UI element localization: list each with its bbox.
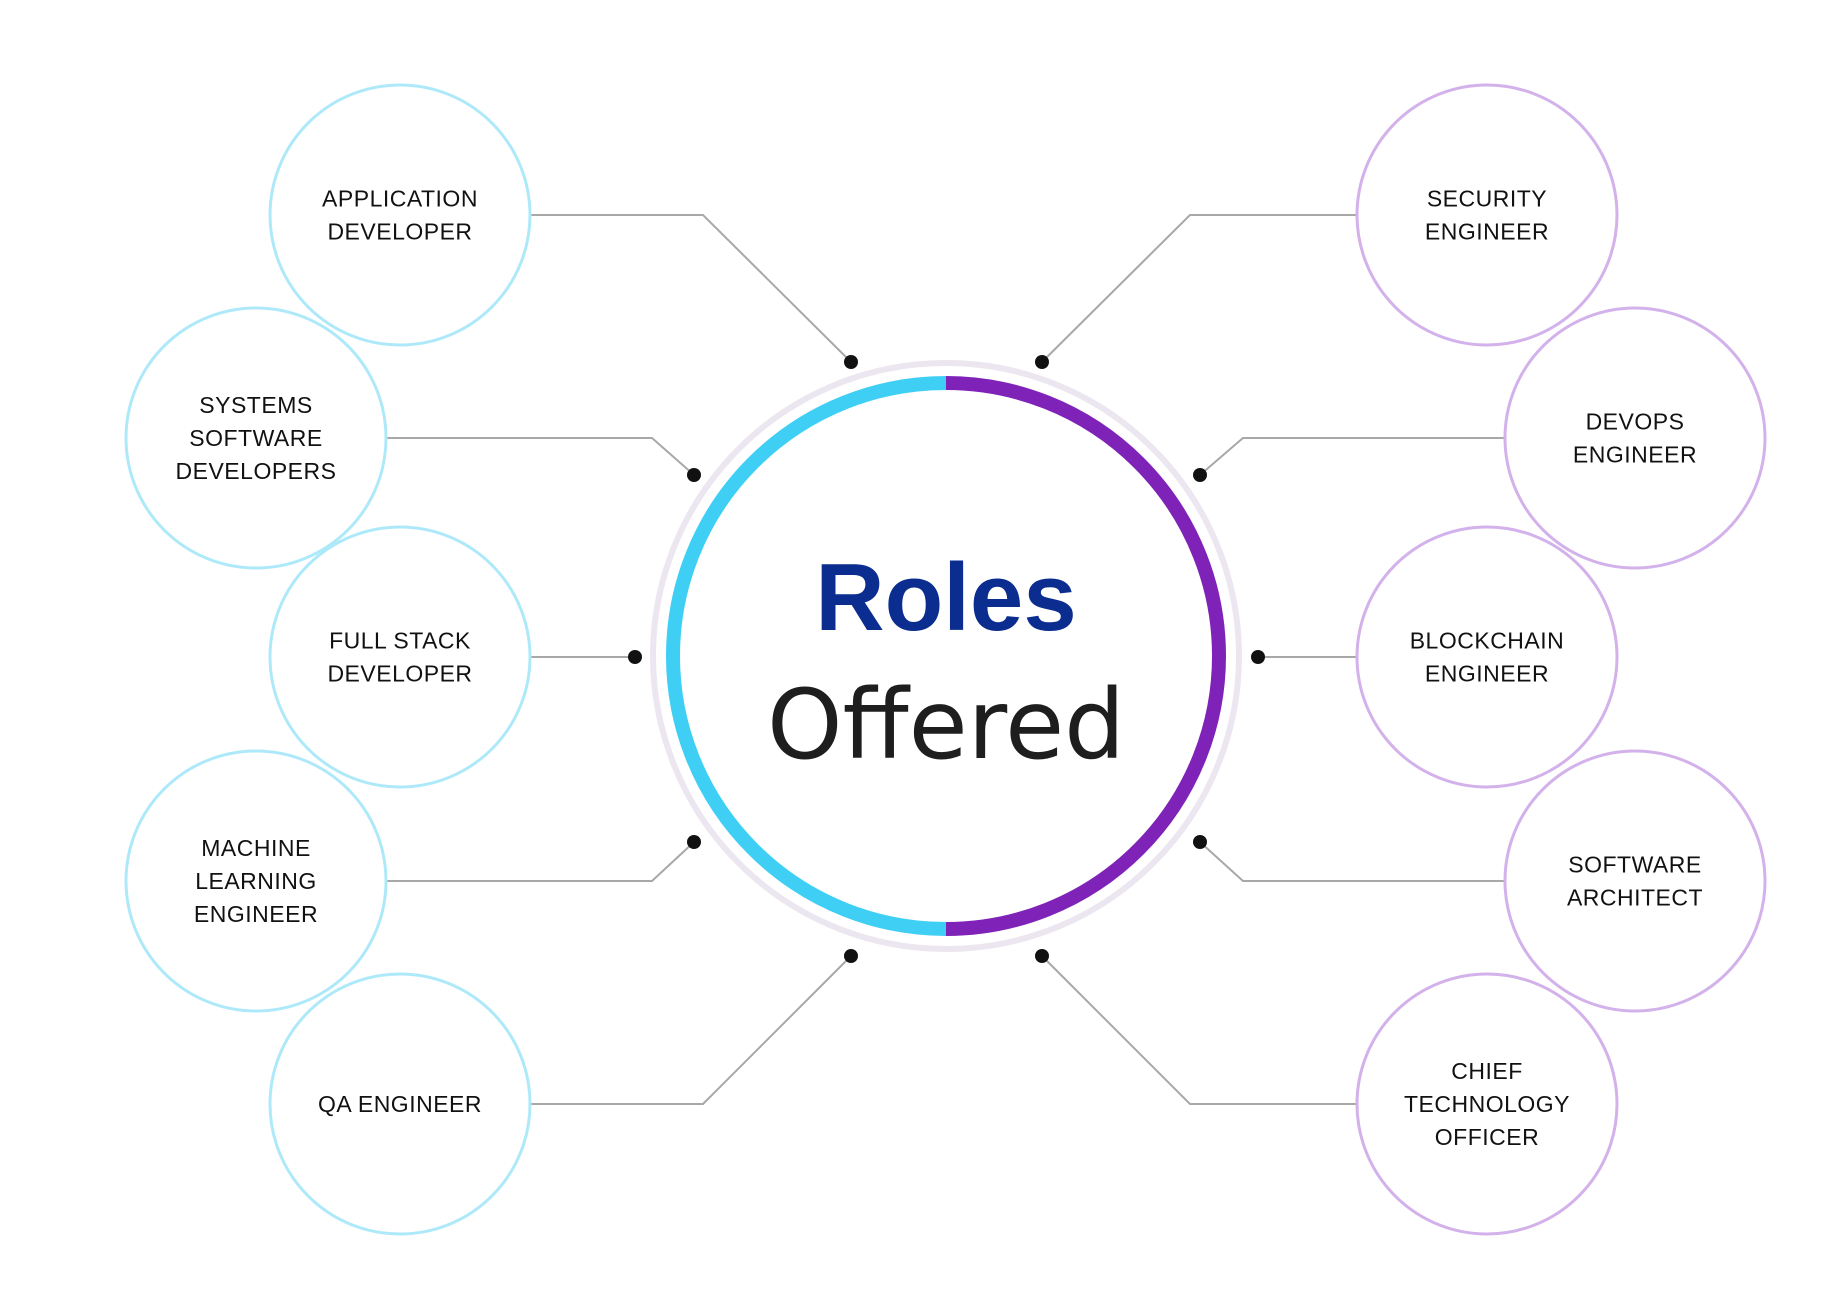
connector-software-architect-dot — [1193, 835, 1207, 849]
connector-devops-engineer-dot — [1193, 468, 1207, 482]
role-label-systems-software-developers-line-3: DEVELOPERS — [176, 458, 337, 484]
connector-security-engineer-line — [1041, 214, 1357, 363]
role-label-software-architect-line-1: SOFTWARE — [1568, 852, 1701, 878]
connector-chief-technology-officer-dot — [1035, 949, 1049, 963]
hub-background — [673, 383, 1219, 929]
connector-application-developer-dot — [844, 355, 858, 369]
role-label-machine-learning-engineer-line-2: LEARNING — [195, 868, 317, 894]
connector-systems-software-developers-dot — [687, 468, 701, 482]
hub-arc-left — [666, 376, 947, 936]
role-circle-security-engineer — [1355, 83, 1619, 347]
connector-blockchain-engineer-dot — [1251, 650, 1265, 664]
role-security-engineer: SECURITY ENGINEER — [1355, 83, 1619, 347]
role-full-stack-developer: FULL STACK DEVELOPER — [268, 525, 532, 789]
role-label-security-engineer-line-1: SECURITY — [1427, 186, 1547, 212]
connector-application-developer — [530, 214, 858, 369]
role-label-full-stack-developer-line-1: FULL STACK — [329, 628, 471, 654]
connector-security-engineer-dot — [1035, 355, 1049, 369]
connector-full-stack-developer-dot — [628, 650, 642, 664]
role-systems-software-developers: SYSTEMS SOFTWARE DEVELOPERS — [124, 306, 388, 570]
role-circle-chief-technology-officer — [1355, 972, 1619, 1236]
role-label-devops-engineer-line-1: DEVOPS — [1586, 409, 1685, 435]
connector-software-architect — [1193, 835, 1505, 882]
role-circle-full-stack-developer — [268, 525, 532, 789]
role-label-chief-technology-officer-line-2: TECHNOLOGY — [1404, 1091, 1570, 1117]
role-label-chief-technology-officer-line-1: CHIEF — [1451, 1058, 1523, 1084]
role-circle-systems-software-developers — [124, 306, 388, 570]
role-label-blockchain-engineer-line-1: BLOCKCHAIN — [1410, 628, 1565, 654]
connector-application-developer-line — [530, 214, 852, 363]
role-label-security-engineer-line-2: ENGINEER — [1425, 219, 1549, 245]
connector-qa-engineer — [530, 949, 858, 1105]
role-software-architect: SOFTWARE ARCHITECT — [1503, 749, 1767, 1013]
role-application-developer: APPLICATION DEVELOPER — [268, 83, 532, 347]
connector-systems-software-developers — [386, 437, 701, 482]
role-label-systems-software-developers-line-2: SOFTWARE — [189, 425, 322, 451]
role-machine-learning-engineer: MACHINE LEARNING ENGINEER — [124, 749, 388, 1013]
role-qa-engineer: QA ENGINEER — [268, 972, 532, 1236]
role-circle-machine-learning-engineer — [124, 749, 388, 1013]
connector-software-architect-line — [1199, 841, 1505, 882]
role-label-systems-software-developers-line-1: SYSTEMS — [199, 392, 312, 418]
center-hub: Roles Offered — [650, 360, 1242, 952]
connector-blockchain-engineer — [1251, 650, 1357, 664]
role-chief-technology-officer: CHIEF TECHNOLOGY OFFICER — [1355, 972, 1619, 1236]
center-title-offered: Offered — [767, 669, 1125, 781]
connector-full-stack-developer — [530, 650, 642, 664]
role-label-machine-learning-engineer-line-1: MACHINE — [201, 835, 311, 861]
connector-machine-learning-engineer-dot — [687, 835, 701, 849]
connector-devops-engineer-line — [1199, 437, 1505, 476]
connector-devops-engineer — [1193, 437, 1505, 482]
role-circle-software-architect — [1503, 749, 1767, 1013]
connector-systems-software-developers-line — [386, 437, 695, 476]
role-label-application-developer-line-1: APPLICATION — [322, 186, 478, 212]
connector-machine-learning-engineer — [386, 835, 701, 882]
role-label-qa-engineer-line-1: QA ENGINEER — [318, 1091, 482, 1117]
connector-machine-learning-engineer-line — [386, 841, 695, 882]
role-label-full-stack-developer-line-2: DEVELOPER — [327, 661, 472, 687]
role-label-blockchain-engineer-line-2: ENGINEER — [1425, 661, 1549, 687]
role-circle-qa-engineer — [268, 972, 532, 1236]
role-label-application-developer-line-2: DEVELOPER — [327, 219, 472, 245]
connector-qa-engineer-line — [530, 955, 852, 1105]
role-label-devops-engineer-line-2: ENGINEER — [1573, 442, 1697, 468]
connector-chief-technology-officer-line — [1041, 955, 1357, 1105]
connector-qa-engineer-dot — [844, 949, 858, 963]
role-devops-engineer: DEVOPS ENGINEER — [1503, 306, 1767, 570]
role-circle-devops-engineer — [1503, 306, 1767, 570]
role-circle-application-developer — [268, 83, 532, 347]
role-blockchain-engineer: BLOCKCHAIN ENGINEER — [1355, 525, 1619, 789]
role-label-software-architect-line-2: ARCHITECT — [1567, 885, 1703, 911]
role-circle-layer: APPLICATION DEVELOPER SYSTEMS SOFTWARE DEVEL… — [124, 83, 1767, 1236]
role-circle-blockchain-engineer — [1355, 525, 1619, 789]
connector-chief-technology-officer — [1035, 949, 1357, 1105]
role-label-machine-learning-engineer-line-3: ENGINEER — [194, 901, 318, 927]
role-label-chief-technology-officer-line-3: OFFICER — [1435, 1124, 1539, 1150]
hub-arc-right — [945, 376, 1226, 936]
connector-layer — [386, 214, 1505, 1105]
center-title-roles: Roles — [815, 544, 1076, 651]
connector-security-engineer — [1035, 214, 1357, 369]
